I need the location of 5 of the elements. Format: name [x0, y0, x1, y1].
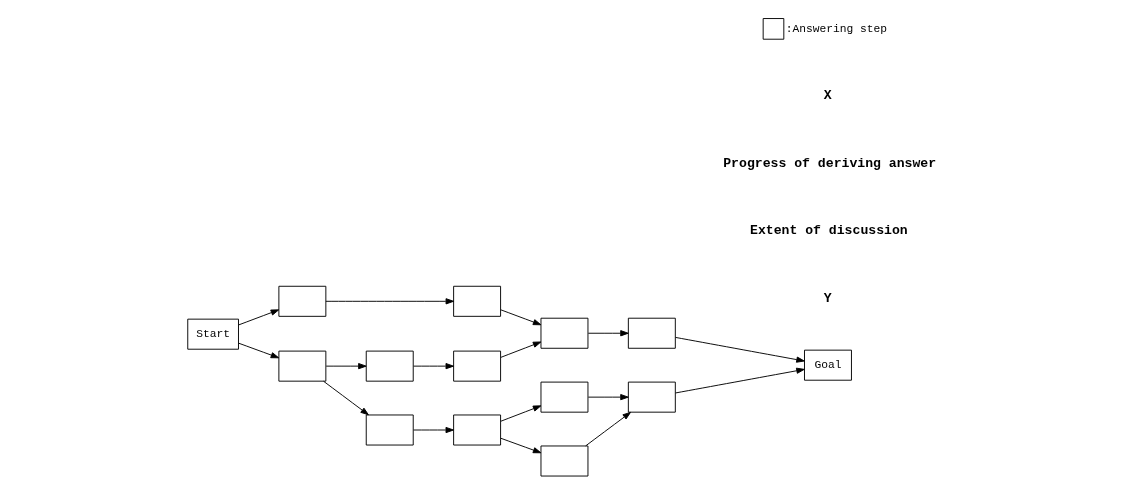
label: Y: [823, 290, 832, 306]
label: Progress of deriving answer: [723, 155, 937, 171]
label: X: [823, 88, 832, 104]
label: Extent of discussion: [750, 223, 908, 239]
legend-label: :Answering step: [785, 22, 888, 35]
